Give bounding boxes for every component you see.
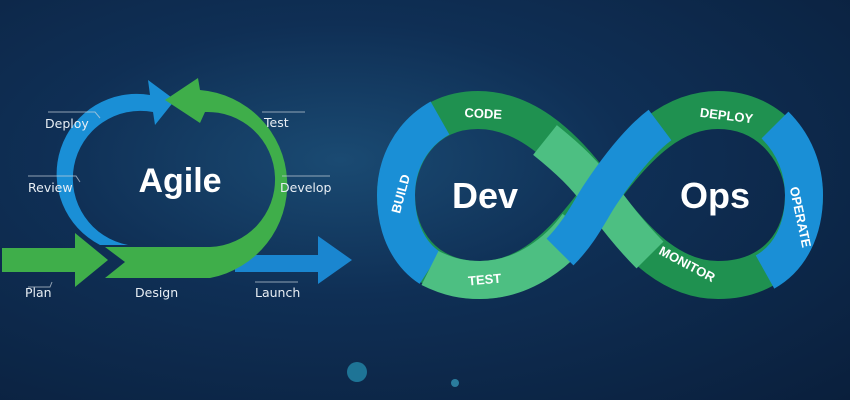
devops-ops-title: Ops [680,175,750,216]
agile-stage-deploy: Deploy [45,116,89,131]
agile-blue-arc-arrow [56,80,175,245]
operate-segment [754,111,824,289]
agile-stage-test: Test [263,115,289,130]
agile-stage-review: Review [28,180,73,195]
agile-title: Agile [138,162,221,200]
agile-green-arc-arrow [105,78,288,278]
agile-stage-design: Design [135,285,178,300]
devops-stage-test: TEST [467,271,501,289]
launch-arrow [235,236,352,284]
label-leader-lines [28,111,330,288]
devops-dev-title: Dev [452,175,518,216]
agile-stage-develop: Develop [280,180,332,195]
agile-cycle: Agile Deploy Test Review Develop Plan De… [2,78,352,300]
release-crossing [546,109,672,266]
devops-stage-code: CODE [464,105,503,122]
plan-arrow [2,233,108,287]
devops-infinity [376,90,824,300]
agile-stage-plan: Plan [25,285,52,300]
devops-stage-deploy: DEPLOY [699,105,754,126]
bokeh-dot [347,362,367,382]
bokeh-dot [451,379,459,387]
agile-stage-launch: Launch [255,285,300,300]
build-segment [376,101,451,284]
